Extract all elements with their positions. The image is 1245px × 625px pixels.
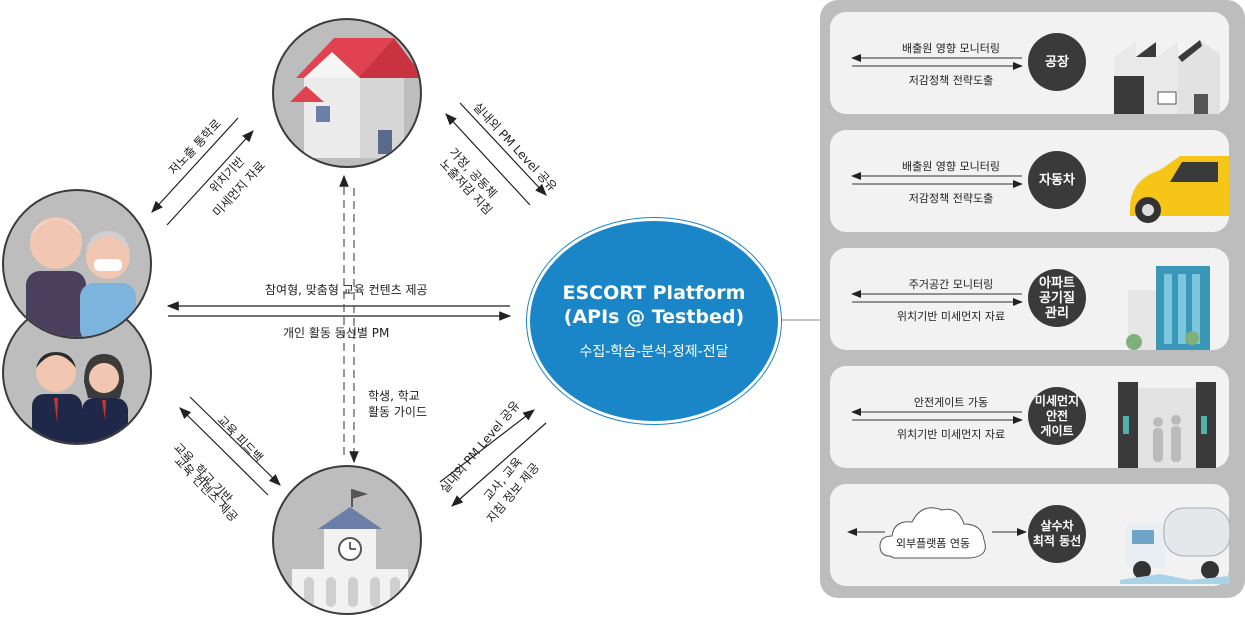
students-icon <box>32 352 128 443</box>
card-arrows <box>847 507 1230 584</box>
card-label-top: 배출원 영향 모니터링 <box>901 42 1001 55</box>
card-label-bottom: 위치기반 미세먼지 자료 <box>896 310 1006 323</box>
house-node <box>272 18 422 168</box>
elderly-node <box>2 189 152 339</box>
apartment-icon <box>1126 266 1210 350</box>
arrow-platform-house-1 <box>445 113 531 206</box>
arrow-platform-house-2 <box>459 102 547 196</box>
card-car: 배출원 영향 모니터링 저감정책 전략도출 자동차 <box>830 130 1229 232</box>
school-node <box>272 465 422 615</box>
arrow-school-students-1 <box>179 407 269 496</box>
card-arrows <box>851 266 1210 350</box>
card-label-bottom: 저감정책 전략도출 <box>908 192 994 205</box>
card-arrows <box>851 40 1220 114</box>
label-center-bottom: 개인 활동 동선별 PM <box>283 326 390 340</box>
platform-title-line1: ESCORT Platform <box>562 282 746 304</box>
car-icon <box>1130 156 1229 223</box>
escort-platform: ESCORT Platform (APIs @ Testbed) 수집-학습-분… <box>527 218 781 424</box>
water-truck-icon <box>1120 507 1230 584</box>
cloud-label: 외부플랫폼 연동 <box>895 537 971 550</box>
badge-gate: 미세먼지 안전 게이트 <box>1028 387 1086 445</box>
card-label-bottom: 저감정책 전략도출 <box>908 74 994 87</box>
card-label-top: 안전게이트 가동 <box>913 396 989 409</box>
card-arrows <box>851 156 1229 223</box>
badge-factory: 공장 <box>1028 33 1086 91</box>
card-label-top: 주거공간 모니터링 <box>908 278 994 291</box>
arrow-school-students-2 <box>189 396 281 486</box>
card-apartment: 주거공간 모니터링 위치기반 미세먼지 자료 아파트 공기질 관리 <box>830 248 1229 350</box>
card-label-bottom: 위치기반 미세먼지 자료 <box>896 428 1006 441</box>
arrow-platform-school-1 <box>439 409 535 483</box>
school-icon <box>292 489 408 613</box>
elderly-couple-icon <box>26 217 136 337</box>
card-water-truck: 외부플랫폼 연동 살수차 최적 동선 <box>830 484 1230 586</box>
card-arrows <box>851 382 1216 468</box>
label-center-top: 참여형, 맞춤형 교육 컨텐츠 제공 <box>265 283 428 297</box>
platform-subtitle: 수집-학습-분석-정제-전달 <box>579 344 729 360</box>
factory-icon <box>1114 40 1220 114</box>
arrow-house-elderly-1 <box>151 117 239 213</box>
label-vertical-1: 학생, 학교 <box>368 389 420 403</box>
card-label-top: 배출원 영향 모니터링 <box>901 160 1001 173</box>
arrow-house-elderly-2 <box>166 130 254 226</box>
card-gate: 안전게이트 가동 위치기반 미세먼지 자료 미세먼지 안전 게이트 <box>830 366 1229 468</box>
platform-title-line2: (APIs @ Testbed) <box>563 306 745 328</box>
card-factory: 배출원 영향 모니터링 저감정책 전략도출 공장 <box>830 12 1229 114</box>
arrow-platform-school-2 <box>451 422 547 507</box>
house-icon <box>290 38 420 158</box>
badge-apartment: 아파트 공기질 관리 <box>1028 269 1086 327</box>
cloud-icon <box>879 507 986 559</box>
label-vertical-2: 활동 가이드 <box>368 405 428 419</box>
badge-water-truck: 살수차 최적 동선 <box>1028 505 1086 563</box>
gate-icon <box>1118 382 1216 468</box>
badge-car: 자동차 <box>1028 151 1086 209</box>
